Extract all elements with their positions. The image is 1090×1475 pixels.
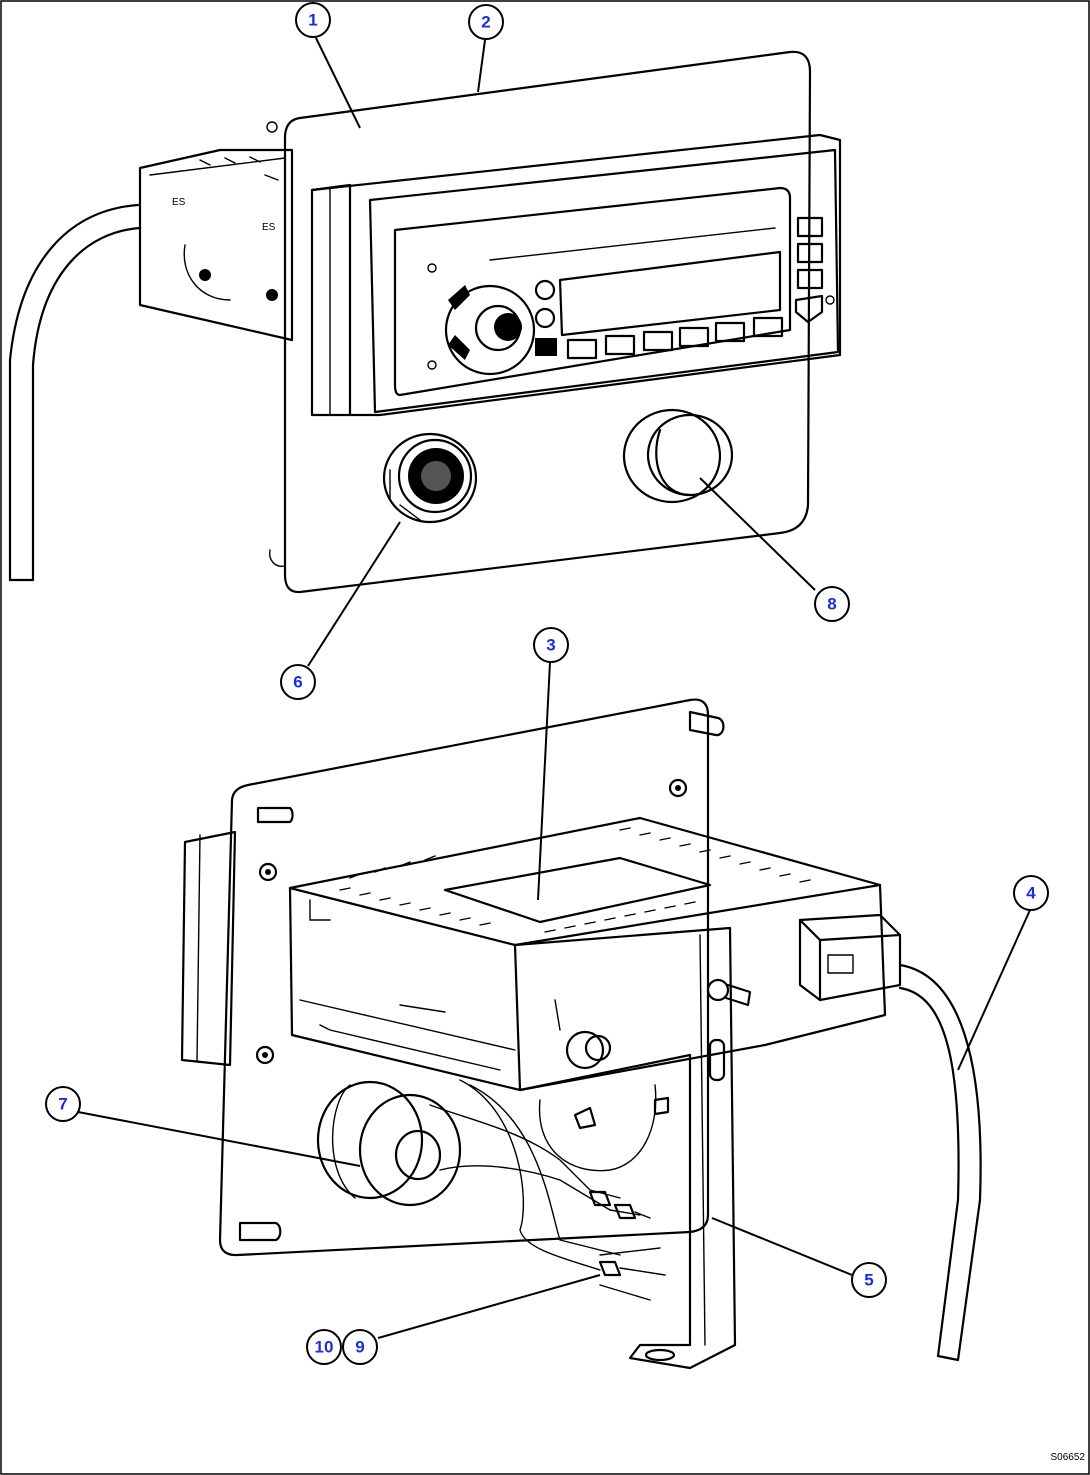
stud [688, 710, 725, 737]
callout-7: 7 [45, 1086, 81, 1122]
callout-9: 9 [342, 1329, 378, 1365]
radio-knob-ring [444, 284, 536, 376]
callout-8: 8 [814, 586, 850, 622]
wire [429, 1104, 621, 1199]
label-mark: ES [172, 197, 186, 208]
callout-1: 1 [295, 2, 331, 38]
radio-display-panel [393, 186, 792, 397]
upper-radio-assembly: ES ES [8, 50, 842, 594]
mounting-bracket [513, 926, 737, 1370]
callout-label: 6 [293, 673, 302, 692]
radio-chassis [288, 816, 887, 1092]
leader-lines [77, 37, 1031, 1339]
callout-10: 10 [306, 1329, 342, 1365]
callout-label: 10 [315, 1338, 334, 1357]
radio-front-behind [180, 830, 237, 1067]
radio-label [443, 856, 712, 924]
preset-buttons [566, 316, 784, 360]
callout-label: 9 [355, 1338, 364, 1357]
callout-6: 6 [280, 664, 316, 700]
radio-button [535, 338, 557, 356]
callout-4: 4 [1013, 875, 1049, 911]
stud [238, 1221, 282, 1242]
cigarette-lighter [622, 408, 734, 504]
callout-label: 2 [481, 13, 490, 32]
callout-5: 5 [851, 1262, 887, 1298]
radio-button [796, 216, 824, 238]
cable-left-inner [31, 226, 142, 582]
rear-mounting-plate [218, 698, 710, 1257]
eject-button [794, 294, 824, 324]
wire [469, 1084, 621, 1256]
radio-face [368, 148, 840, 414]
stud [256, 806, 294, 824]
radio-button [796, 242, 824, 264]
wire [439, 1165, 641, 1216]
lower-radio-assembly [180, 698, 982, 1370]
cable-left-outer [8, 203, 140, 582]
cable-right-inner [898, 986, 960, 1358]
vent-slots [339, 827, 811, 933]
callout-2: 2 [468, 4, 504, 40]
mounting-plate [283, 50, 812, 594]
accessory-socket [382, 432, 478, 524]
cable-right-outer [898, 963, 982, 1362]
radio-rear-box [138, 148, 294, 342]
label-mark: ES [262, 222, 276, 233]
wire [459, 1079, 601, 1271]
radio-lcd [558, 250, 782, 337]
drawing-code: S06652 [1051, 1452, 1086, 1463]
callout-label: 1 [308, 11, 317, 30]
callout-label: 7 [58, 1095, 67, 1114]
callout-label: 8 [827, 595, 836, 614]
connector-block [798, 913, 902, 1002]
callout-3: 3 [533, 627, 569, 663]
callout-label: 4 [1026, 884, 1036, 903]
buzzer [316, 1080, 462, 1207]
callout-label: 5 [864, 1271, 873, 1290]
radio-button [796, 268, 824, 290]
radio-housing [310, 133, 842, 417]
callout-label: 3 [546, 636, 555, 655]
